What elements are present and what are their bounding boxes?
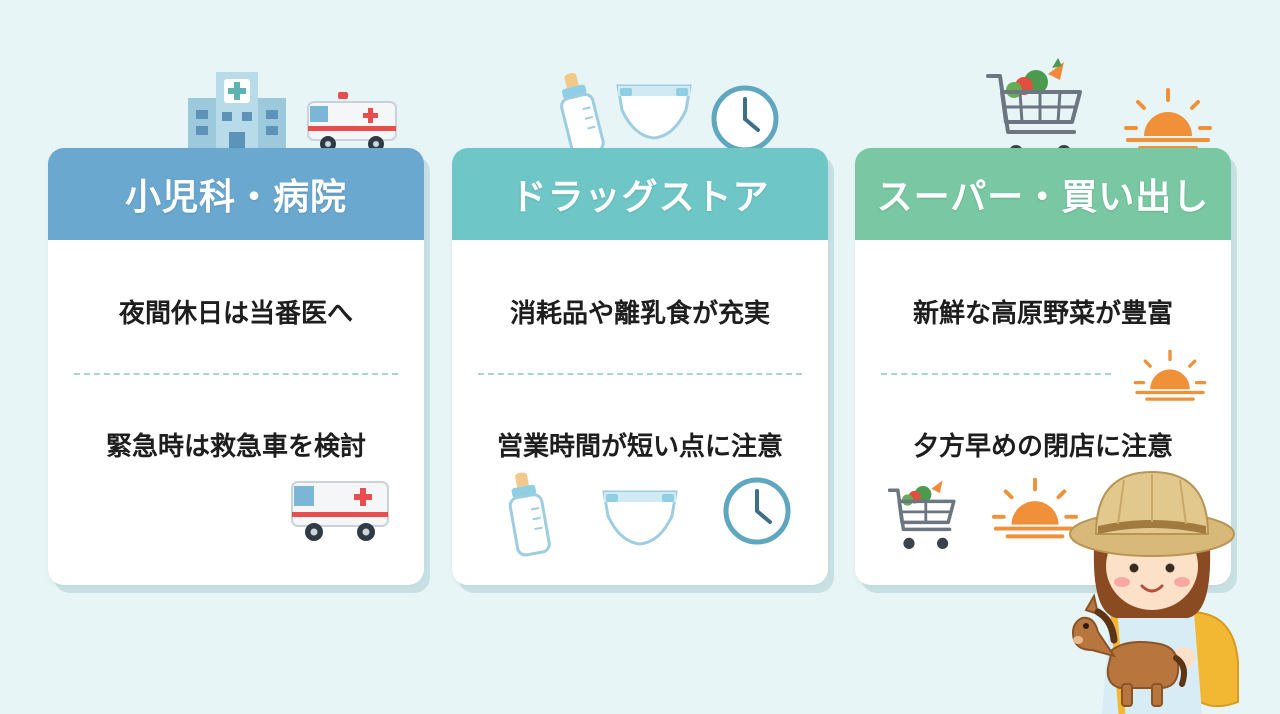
shopping-cart-icon: [986, 58, 1082, 159]
card-line: 夜間休日は当番医へ: [118, 299, 353, 329]
sunset-icon: [991, 477, 1079, 539]
clock-icon: [711, 85, 779, 153]
ambulance-icon: [307, 92, 397, 152]
diaper-icon: [616, 84, 692, 140]
card-line: 夕方早めの閉店に注意: [912, 432, 1173, 462]
hospital-icon: [188, 72, 286, 154]
pony-toy-icon: [1072, 593, 1187, 707]
hospital-card: 小児科・病院 夜間休日は当番医へ 緊急時は救急車を検討: [48, 148, 424, 585]
divider: [881, 373, 1111, 375]
card-title: ドラッグストア: [452, 148, 828, 240]
card-title: スーパー・買い出し: [855, 148, 1231, 240]
divider: [74, 373, 398, 375]
card-line: 消耗品や離乳食が充実: [509, 299, 770, 329]
sunset-icon: [1133, 349, 1207, 401]
diaper-icon: [602, 490, 678, 546]
card-line: 営業時間が短い点に注意: [496, 432, 783, 462]
divider: [478, 373, 802, 375]
baby-bottle-icon: [508, 472, 551, 557]
shopping-cart-icon: [888, 480, 956, 549]
clock-icon: [723, 477, 791, 545]
card-line: 緊急時は救急車を検討: [105, 432, 366, 462]
card-title: 小児科・病院: [48, 148, 424, 240]
ambulance-icon: [291, 481, 389, 541]
sunset-icon: [1124, 88, 1212, 150]
card-line: 新鮮な高原野菜が豊富: [912, 299, 1173, 329]
